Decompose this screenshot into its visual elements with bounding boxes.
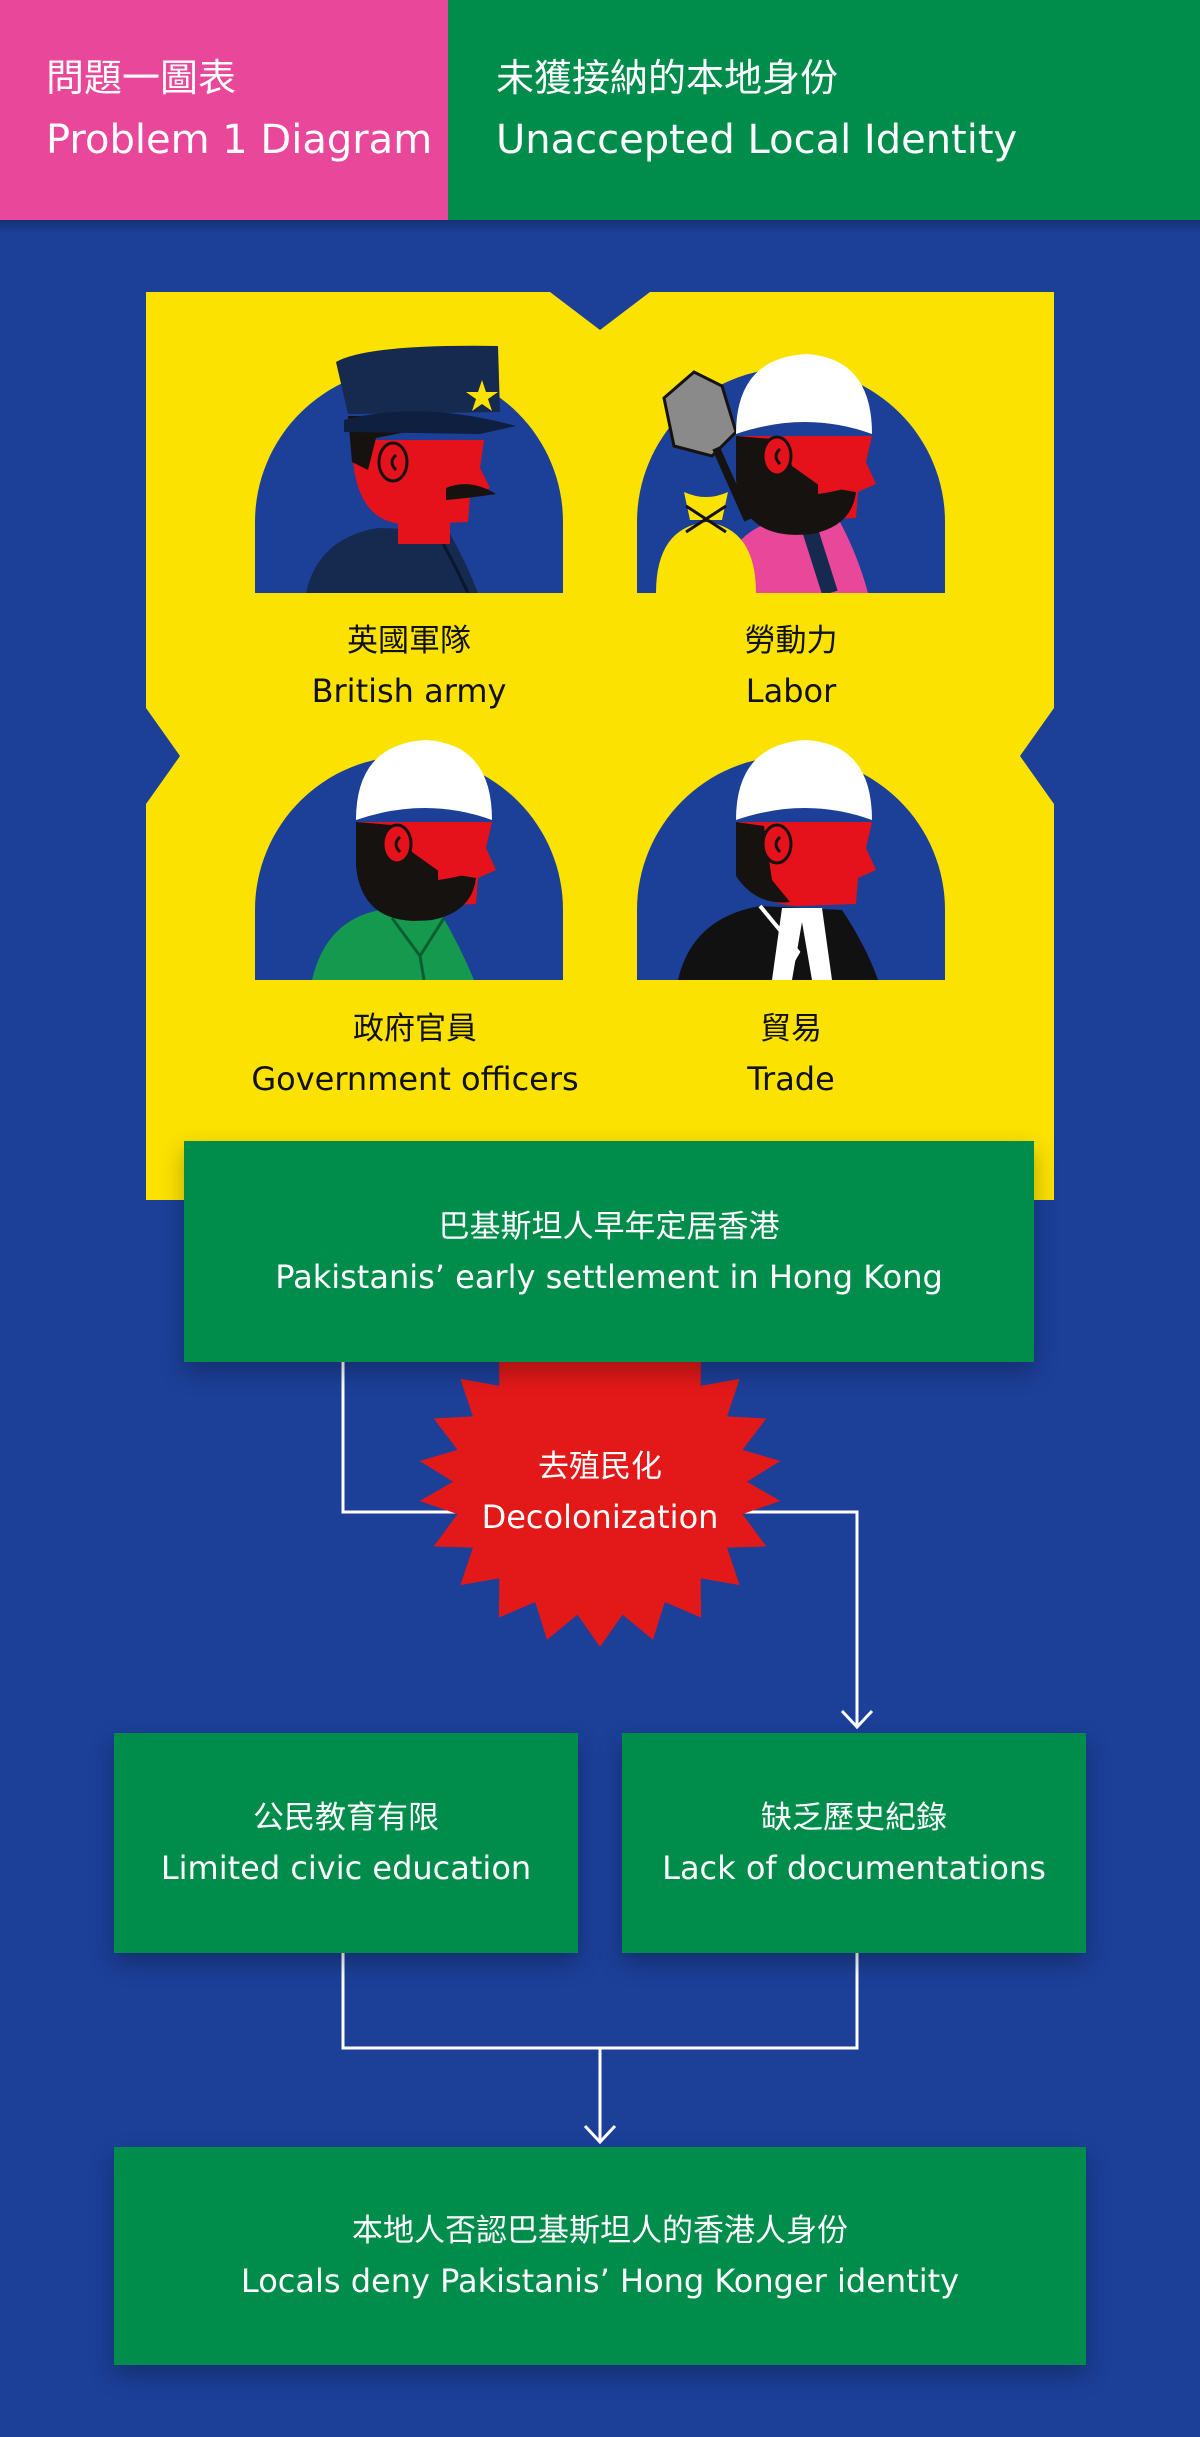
- officer-portrait-icon: [255, 740, 563, 980]
- civic-education-zh: 公民教育有限: [253, 1800, 439, 1836]
- label-government-officers-en: Government officers: [251, 1060, 579, 1098]
- label-labor-zh: 勞動力: [744, 623, 838, 659]
- connector-settlement-to-decolonization: [341, 1362, 460, 1514]
- connector-boxes-to-merge: [341, 1953, 859, 2050]
- connector-lines: [341, 1362, 874, 2145]
- header-problem-zh: 問題一圖表: [46, 56, 237, 100]
- header-title: 未獲接納的本地身份 Unaccepted Local Identity: [448, 0, 1200, 220]
- label-labor-en: Labor: [745, 672, 837, 710]
- label-government-officers-zh: 政府官員: [353, 1011, 477, 1047]
- documentation-en: Lack of documentations: [662, 1849, 1046, 1887]
- decolonization-label: 去殖民化 Decolonization: [430, 1442, 770, 1542]
- identity-denial-zh: 本地人否認巴基斯坦人的香港人身份: [352, 2213, 848, 2249]
- header-title-zh: 未獲接納的本地身份: [496, 56, 839, 100]
- settlement-zh: 巴基斯坦人早年定居香港: [438, 1208, 780, 1245]
- trader-portrait-icon: [637, 740, 945, 980]
- label-government-officers: 政府官員 Government officers: [215, 1004, 615, 1104]
- identity-denial-box: 本地人否認巴基斯坦人的香港人身份 Locals deny Pakistanis’…: [114, 2147, 1086, 2365]
- documentation-box: 缺乏歷史紀錄 Lack of documentations: [622, 1733, 1086, 1953]
- header-title-en: Unaccepted Local Identity: [496, 117, 1018, 163]
- settlement-en: Pakistanis’ early settlement in Hong Kon…: [275, 1257, 943, 1296]
- decolonization-zh: 去殖民化: [538, 1449, 662, 1485]
- civic-education-box: 公民教育有限 Limited civic education: [114, 1733, 578, 1953]
- laborer-portrait-icon: [637, 354, 945, 593]
- label-british-army-zh: 英國軍隊: [347, 623, 471, 659]
- label-labor: 勞動力 Labor: [637, 616, 945, 716]
- civic-education-en: Limited civic education: [160, 1849, 532, 1887]
- soldier-portrait-icon: [255, 345, 563, 593]
- decolonization-burst: [419, 1317, 781, 1647]
- label-british-army: 英國軍隊 British army: [255, 616, 563, 716]
- label-trade-zh: 貿易: [760, 1011, 822, 1047]
- header-problem-label: 問題一圖表 Problem 1 Diagram: [0, 0, 448, 220]
- header-problem-en: Problem 1 Diagram: [46, 117, 433, 163]
- arrowhead-documentation: [840, 1709, 874, 1730]
- label-trade-en: Trade: [747, 1060, 835, 1098]
- label-trade: 貿易 Trade: [637, 1004, 945, 1104]
- label-british-army-en: British army: [311, 672, 507, 710]
- connector-decolonization-to-documentation: [740, 1510, 859, 1725]
- arrowhead-deny: [583, 2124, 617, 2145]
- documentation-zh: 缺乏歷史紀錄: [761, 1800, 947, 1836]
- decolonization-en: Decolonization: [481, 1498, 719, 1536]
- header-shadow: [0, 220, 1200, 234]
- identity-denial-en: Locals deny Pakistanis’ Hong Konger iden…: [240, 2262, 960, 2300]
- settlement-box: 巴基斯坦人早年定居香港 Pakistanis’ early settlement…: [184, 1141, 1034, 1362]
